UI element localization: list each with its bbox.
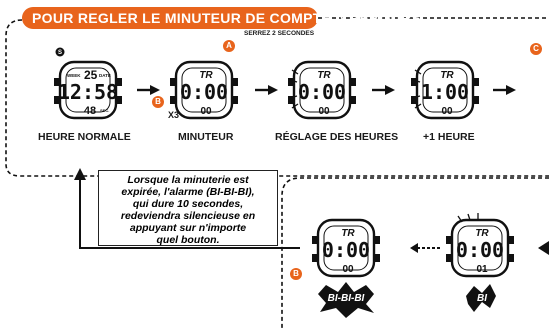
press-count: X3 [168, 110, 180, 120]
watch-seconds: 00 [441, 106, 453, 117]
button-c-badge: C [530, 43, 542, 55]
step-label-timer: MINUTEUR [178, 131, 234, 143]
note-line: qui dure 10 secondes, [132, 198, 244, 210]
watch-seconds: 00 [200, 106, 212, 117]
watch-plus-hour: TR 1:00 00 [409, 60, 481, 120]
hold-hint: SERREZ 2 SECONDES [244, 30, 315, 37]
watch-date-label: DATE [99, 73, 111, 78]
button-b-badge-lower: B [290, 268, 302, 280]
watch-seconds: 01 [476, 264, 488, 275]
note-line: redeviendra silencieuse en [120, 210, 256, 222]
blink-marks-icon [457, 213, 479, 223]
button-a-badge: A [223, 40, 235, 52]
watch-week-label: WEEK [67, 73, 81, 78]
beep-long-text: BI-BI-BI [327, 293, 365, 304]
beep-burst-short [466, 284, 496, 312]
step-label-set-hours: RÉGLAGE DES HEURES [275, 131, 399, 143]
watch-main-time: 0:00 [322, 238, 370, 262]
watch-sec-label: SEC. [100, 108, 109, 113]
expiry-note: Lorsque la minuterie est expirée, l'alar… [98, 170, 278, 246]
watch-mode-tr: TR [475, 228, 489, 239]
note-line: appuyant sur n'importe [129, 222, 247, 234]
watch-normal-time: WEEK 25 DATE 12:58 48 SEC. S [52, 47, 124, 120]
svg-text:S: S [58, 50, 62, 56]
step-label-plus-hour: +1 HEURE [423, 131, 475, 143]
watch-main-time: 0:00 [298, 80, 346, 104]
top-panel-border [5, 19, 549, 177]
watch-mode-tr: TR [199, 70, 213, 81]
watch-timer: TR 0:00 00 [168, 60, 240, 120]
step-label-normal: HEURE NORMALE [38, 131, 131, 143]
beep-burst-long [318, 282, 374, 318]
flow-arrows-top [137, 85, 516, 95]
watch-main-time: 0:00 [180, 80, 228, 104]
watch-seconds: 48 [84, 105, 96, 117]
watch-seconds: 00 [342, 264, 354, 275]
watch-mode-tr: TR [341, 228, 355, 239]
watch-expired: TR 0:00 00 [310, 218, 382, 278]
blink-marks-icon [289, 69, 299, 109]
note-line: Lorsque la minuterie est [127, 174, 249, 186]
watch-seconds: 00 [318, 106, 330, 117]
watch-main-time: 0:00 [456, 238, 504, 262]
watch-main-time: 12:58 [58, 80, 118, 104]
button-b-badge: B [152, 96, 164, 108]
watch-top-number: 25 [84, 68, 98, 82]
blink-marks-icon [412, 69, 422, 109]
watch-mode-tr: TR [440, 70, 454, 81]
flow-arrows-bottom [74, 168, 549, 255]
section-title-text: POUR REGLER LE MINUTEUR DE COMPTE A REBO… [32, 10, 422, 26]
watch-mode-tr: TR [317, 70, 331, 81]
note-line: quel bouton. [156, 234, 220, 246]
note-line: expirée, l'alarme (BI-BI-BI), [121, 186, 255, 198]
watch-set-hours: TR 0:00 00 [286, 60, 358, 120]
section-title: POUR REGLER LE MINUTEUR DE COMPTE A REBO… [22, 7, 421, 29]
watch-main-time: 1:00 [421, 80, 469, 104]
beep-short-text: BI [477, 293, 487, 304]
watch-countdown: TR 0:00 01 [444, 213, 516, 278]
